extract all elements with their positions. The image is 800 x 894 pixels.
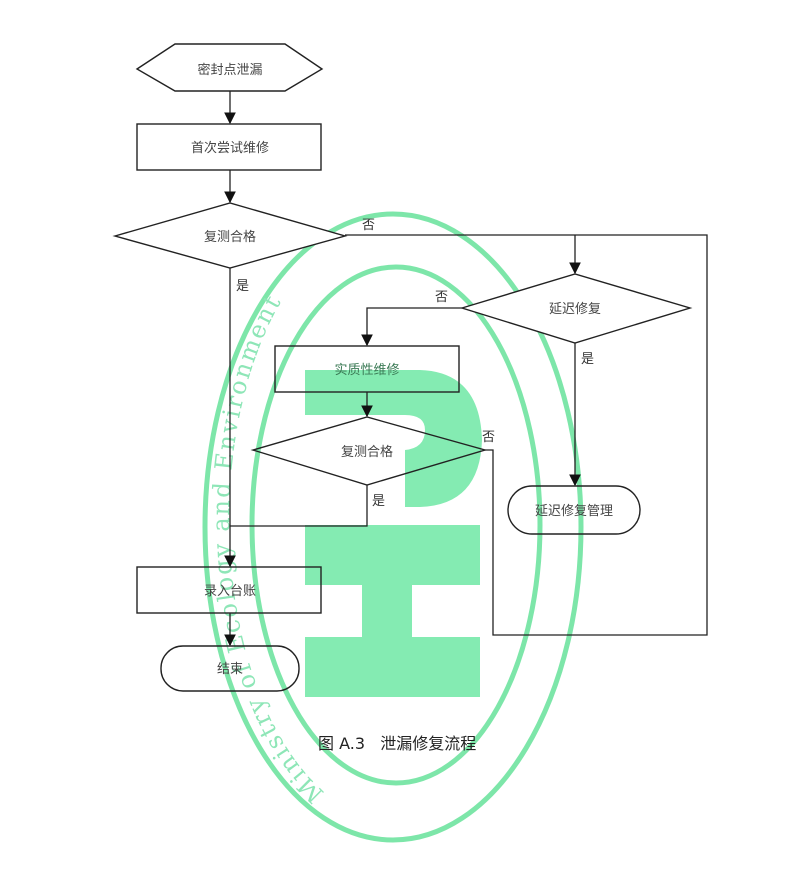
node-end: 结束 (160, 645, 300, 692)
recheck2-no-label: 否 (482, 430, 495, 445)
recheck1-label: 复测合格 (204, 229, 256, 245)
recheck1-diamond (112, 202, 348, 269)
node-first-repair: 首次尝试维修 (136, 123, 322, 171)
recheck2-label: 复测合格 (341, 444, 393, 460)
watermark-p-glyph (305, 370, 482, 507)
start-hexagon (135, 43, 324, 92)
substantive-repair-box (274, 345, 460, 393)
recheck2-yes-label: 是 (372, 494, 385, 509)
edge-delay-repair-no (361, 307, 462, 347)
figure-caption: 图 A.3 泄漏修复流程 (318, 734, 476, 753)
recheck1-yes-label: 是 (236, 279, 249, 294)
watermark-inner-ring (249, 264, 543, 786)
recheck2-diamond (250, 416, 488, 486)
delay-repair-yes-label: 是 (581, 352, 594, 367)
edge-recheck1-no (345, 234, 708, 636)
end-terminator (160, 645, 300, 692)
edge-labels: 否 是 否 是 否 是 (236, 218, 594, 509)
node-recheck-2: 复测合格 (250, 416, 488, 486)
watermark-outer-ring (202, 211, 584, 843)
delay-repair-diamond (459, 273, 693, 344)
substantive-repair-label: 实质性维修 (334, 363, 399, 378)
watermark-h-glyph (305, 525, 480, 697)
node-recheck-1: 复测合格 (112, 202, 348, 269)
node-delay-repair: 延迟修复 (459, 273, 693, 344)
first-repair-box (136, 123, 322, 171)
node-delay-management: 延迟修复管理 (507, 485, 641, 535)
node-start: 密封点泄漏 (135, 43, 324, 92)
edges (224, 90, 708, 647)
start-label: 密封点泄漏 (197, 62, 262, 78)
delay-management-terminator (507, 485, 641, 535)
record-ledger-box (136, 566, 322, 614)
delay-management-label: 延迟修复管理 (535, 504, 613, 519)
record-ledger-label: 录入台账 (204, 584, 256, 599)
node-substantive-repair: 实质性维修 (274, 345, 460, 393)
recheck1-no-label: 否 (362, 218, 375, 233)
delay-repair-label: 延迟修复 (549, 302, 601, 317)
delay-repair-no-label: 否 (435, 290, 448, 305)
first-repair-label: 首次尝试维修 (191, 140, 269, 156)
edge-recheck2-yes (230, 485, 368, 527)
node-record-ledger: 录入台账 (136, 566, 322, 614)
end-label: 结束 (217, 662, 243, 677)
